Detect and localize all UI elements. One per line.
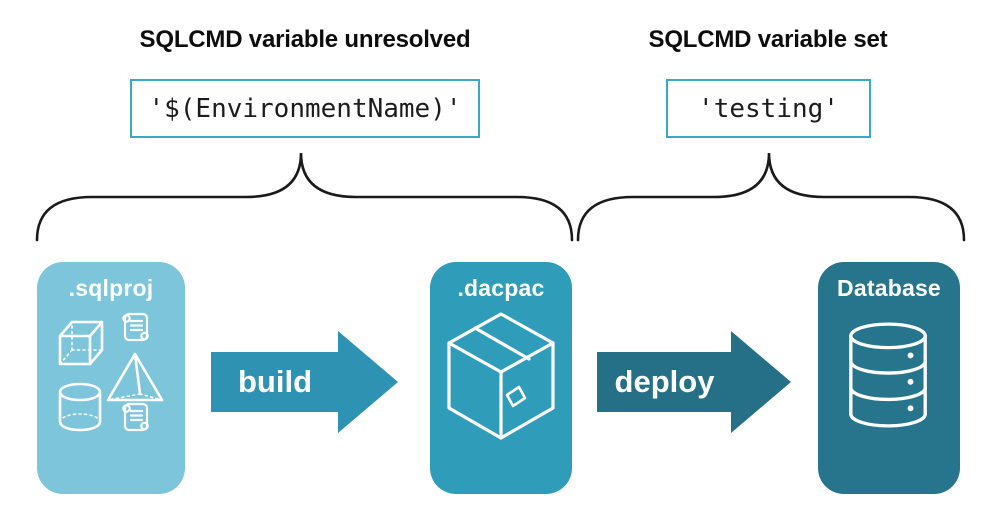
- stage-label-dacpac: .dacpac: [457, 275, 545, 301]
- database-cylinder-icon: [849, 322, 927, 428]
- arrows-layer: [211, 331, 791, 433]
- deploy-arrow-shape: [597, 331, 791, 433]
- build-arrow-label: build: [237, 364, 313, 399]
- deploy-arrow-label: deploy: [614, 364, 715, 399]
- heading-sqlcmd-unresolved: SQLCMD variable unresolved: [139, 26, 471, 53]
- stage-label-sqlproj: .sqlproj: [68, 275, 154, 301]
- stage-card-database: Database: [818, 262, 960, 494]
- heading-sqlcmd-set: SQLCMD variable set: [648, 26, 888, 53]
- right-brace: [576, 152, 966, 242]
- build-arrow-shape: [211, 331, 398, 433]
- package-box-icon: [447, 312, 555, 440]
- cylinder-icon: [58, 382, 102, 432]
- scroll-icon: [122, 312, 149, 342]
- code-text-set: 'testing': [698, 93, 839, 124]
- box-label: [505, 385, 527, 408]
- box-seam: [473, 326, 531, 361]
- stage-card-sqlproj: .sqlproj: [37, 262, 185, 494]
- code-box-set: 'testing': [666, 79, 871, 138]
- code-box-unresolved: '$(EnvironmentName)': [130, 79, 480, 138]
- pyramid-icon: [106, 352, 164, 402]
- braces-layer: [35, 152, 966, 242]
- stage-label-database: Database: [837, 275, 941, 301]
- left-brace: [35, 152, 574, 242]
- scroll-icon: [122, 402, 149, 432]
- sql-project-objects-icon: [58, 312, 164, 432]
- cube-icon: [58, 320, 104, 366]
- stage-card-dacpac: .dacpac: [430, 262, 572, 494]
- code-text-unresolved: '$(EnvironmentName)': [148, 93, 462, 124]
